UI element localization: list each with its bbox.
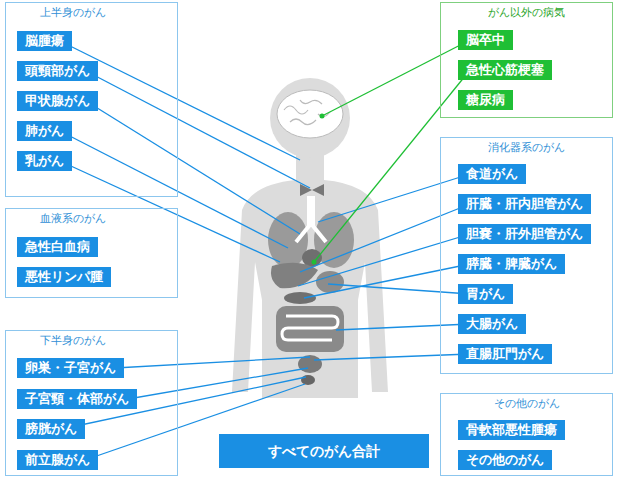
disease-label: 骨軟部悪性腫瘍 (458, 420, 565, 440)
bladder-shape (301, 375, 315, 385)
disease-name: 肺がん (25, 121, 64, 141)
group-panel: 上半身のがん脳腫瘍頭頸部がん甲状腺がん肺がん乳がん (5, 2, 178, 197)
disease-label: 食道がん (458, 164, 526, 184)
disease-name: 卵巣・子宮がん (25, 358, 116, 378)
disease-name: 胆嚢・肝外胆管がん (466, 224, 583, 244)
body-silhouette (232, 78, 388, 398)
disease-name: 乳がん (25, 151, 64, 171)
disease-name: 直腸肛門がん (466, 344, 544, 364)
disease-label: 前立腺がん (17, 450, 98, 470)
disease-label: 胃がん (458, 284, 513, 304)
disease-label: 膀胱がん (17, 419, 85, 439)
total-box: すべてのがん合計 (219, 434, 429, 468)
pancreas-shape (284, 292, 316, 304)
group-panel: その他のがん骨軟部悪性腫瘍その他のがん (440, 393, 613, 476)
group-heading: がん以外の病気 (486, 6, 567, 19)
disease-name: 骨軟部悪性腫瘍 (466, 420, 557, 440)
disease-label: 肝臓・肝内胆管がん (458, 194, 591, 214)
disease-label: 甲状腺がん (17, 91, 98, 111)
group-heading: 下半身のがん (38, 334, 108, 347)
leader-line (115, 357, 310, 368)
leader-line (314, 70, 470, 262)
group-heading: 血液系のがん (38, 212, 108, 225)
disease-label: 乳がん (17, 151, 72, 171)
disease-name: 子宮頸・体部がん (25, 389, 129, 409)
disease-label: 急性白血病 (17, 237, 98, 257)
leader-line (314, 354, 470, 360)
thyroid-shape (300, 184, 324, 196)
disease-label: 悪性リンパ腫 (17, 267, 111, 287)
disease-label: 脳卒中 (458, 30, 513, 50)
group-panel: 血液系のがん急性白血病悪性リンパ腫 (5, 208, 178, 298)
disease-name: 膀胱がん (25, 419, 77, 439)
disease-name: 急性白血病 (25, 237, 90, 257)
disease-label: 脳腫瘍 (17, 31, 72, 51)
group-heading: 消化器系のがん (486, 141, 567, 154)
disease-name: 肝臓・肝内胆管がん (466, 194, 583, 214)
torso-shape (232, 150, 388, 398)
disease-label: 糖尿病 (458, 90, 513, 110)
leader-line (128, 368, 308, 399)
intestine-shape (276, 306, 344, 352)
leader-line (336, 324, 470, 330)
disease-name: 前立腺がん (25, 450, 90, 470)
disease-label: 子宮頸・体部がん (17, 389, 137, 409)
disease-label: 直腸肛門がん (458, 344, 552, 364)
group-heading: 上半身のがん (38, 6, 108, 19)
trachea (296, 196, 326, 242)
brain-shape (277, 90, 343, 138)
disease-name: その他のがん (466, 450, 544, 470)
liver-shape (271, 263, 318, 288)
disease-name: 糖尿病 (466, 90, 505, 110)
leader-line (318, 174, 470, 222)
leader-line (298, 234, 470, 286)
disease-label: 急性心筋梗塞 (458, 60, 552, 80)
leader-lines-green (314, 40, 470, 262)
disease-name: 急性心筋梗塞 (466, 60, 544, 80)
leader-dot (312, 260, 317, 265)
disease-name: 甲状腺がん (25, 91, 90, 111)
leader-line (300, 204, 470, 272)
head-shape (270, 78, 350, 158)
intestine-folds (282, 316, 338, 340)
group-panel: 下半身のがん卵巣・子宮がん子宮頸・体部がん膀胱がん前立腺がん (5, 330, 178, 476)
leader-line (328, 284, 470, 294)
disease-name: 食道がん (466, 164, 518, 184)
disease-name: 胃がん (466, 284, 505, 304)
leader-line (304, 264, 470, 298)
leader-dots (312, 114, 325, 265)
leader-dot (320, 114, 325, 119)
leader-line (322, 40, 470, 116)
total-label: すべてのがん合計 (219, 434, 429, 468)
leader-line (86, 101, 300, 234)
disease-name: 膵臓・脾臓がん (466, 254, 557, 274)
disease-label: 膵臓・脾臓がん (458, 254, 565, 274)
leader-line (60, 131, 288, 248)
disease-label: その他のがん (458, 450, 552, 470)
group-panel: 消化器系のがん食道がん肝臓・肝内胆管がん胆嚢・肝外胆管がん膵臓・脾臓がん胃がん大… (440, 137, 613, 374)
stomach-shape (316, 271, 344, 293)
brain-folds (284, 100, 330, 125)
disease-label: 卵巣・子宮がん (17, 358, 124, 378)
disease-label: 頭頸部がん (17, 61, 98, 81)
disease-label: 大腸がん (458, 314, 526, 334)
brain-figure (277, 90, 343, 138)
group-heading: その他のがん (492, 397, 562, 410)
disease-name: 悪性リンパ腫 (25, 267, 103, 287)
disease-label: 胆嚢・肝外胆管がん (458, 224, 591, 244)
disease-label: 肺がん (17, 121, 72, 141)
disease-name: 頭頸部がん (25, 61, 90, 81)
disease-name: 脳腫瘍 (25, 31, 64, 51)
group-panel: がん以外の病気脳卒中急性心筋梗塞糖尿病 (440, 2, 613, 118)
disease-name: 大腸がん (466, 314, 518, 334)
disease-name: 脳卒中 (466, 30, 505, 50)
